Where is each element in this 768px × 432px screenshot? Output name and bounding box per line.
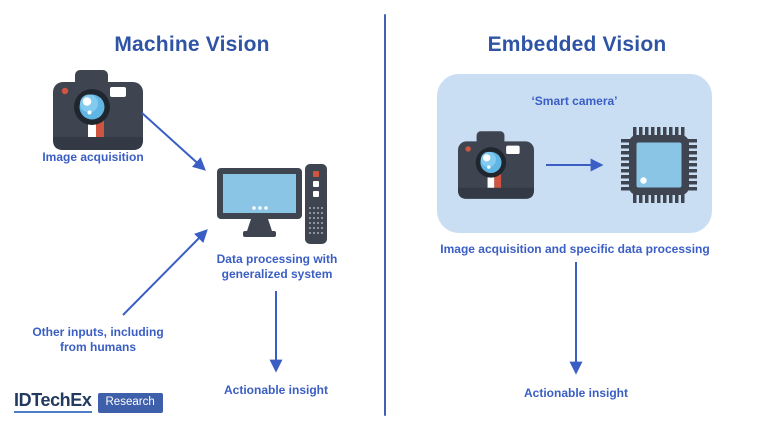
embedded-caption-label: Image acquisition and specific data proc… (440, 242, 710, 256)
research-badge: Research (97, 392, 163, 413)
panel-divider (384, 14, 386, 416)
actionable-insight-label-left: Actionable insight (223, 383, 328, 397)
camera-icon (53, 70, 143, 150)
idtechex-logo: IDTechEx Research (14, 391, 163, 413)
image-acquisition-label: Image acquisition (42, 150, 144, 164)
data-processing-label: Data processing with generalized system (216, 252, 338, 281)
embedded-vision-title: Embedded Vision (487, 33, 667, 57)
camera-icon (458, 131, 534, 199)
machine-vision-title: Machine Vision (114, 33, 270, 57)
arrow-other-inputs-to-computer (122, 229, 208, 316)
idtechex-brand-text: IDTechEx (14, 391, 92, 413)
actionable-insight-label-right: Actionable insight (523, 386, 628, 400)
desktop-computer-icon (217, 164, 327, 244)
microchip-icon (621, 127, 697, 203)
other-inputs-label: Other inputs, including from humans (32, 325, 164, 354)
smart-camera-label: ‘Smart camera’ (531, 94, 618, 108)
